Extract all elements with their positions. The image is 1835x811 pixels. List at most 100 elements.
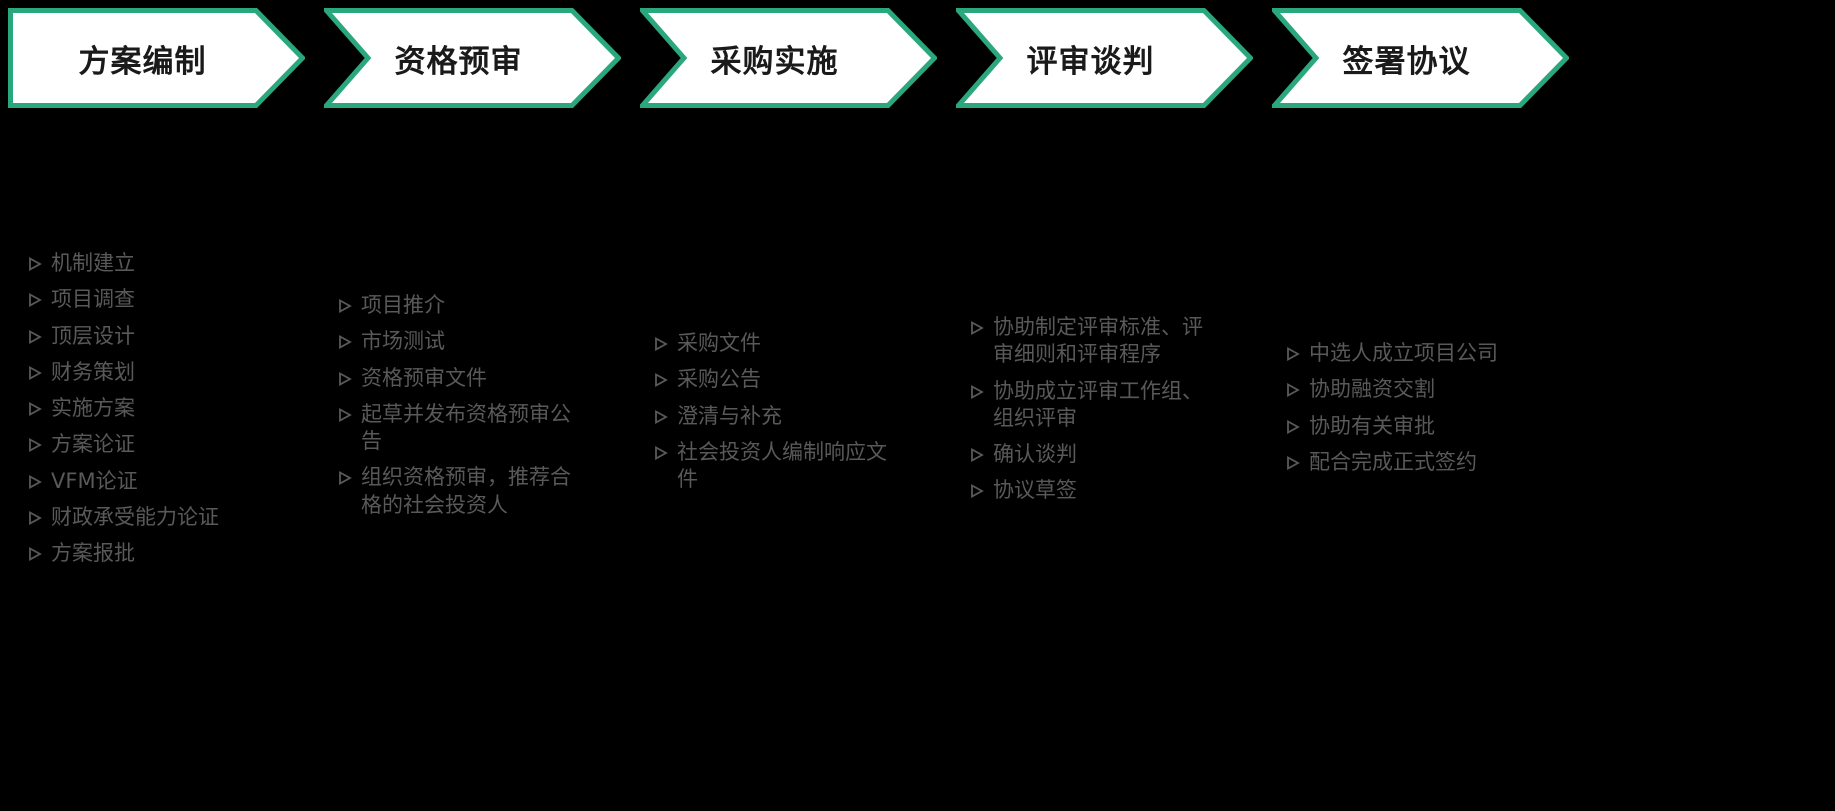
stage-label: 评审谈判 (1026, 43, 1155, 80)
process-item: 方案报批 (28, 540, 272, 567)
stage-column: 方案编制 机制建立项目调查顶层设计财务策划实施方案方案论证 VFM论证财政承受能力… (8, 8, 305, 577)
process-item-text: 采购公告 (677, 367, 761, 392)
process-item: 采购公告 (654, 366, 898, 393)
process-item-text: 澄清与补充 (677, 403, 782, 428)
arrow-bullet-icon (339, 407, 352, 422)
process-item: 确认谈判 (970, 441, 1214, 468)
process-item-text: 确认谈判 (993, 442, 1077, 467)
process-item: 实施方案 (28, 395, 272, 422)
stage-column: 采购实施 采购文件采购公告澄清与补充社会投资人编制响应文件 (640, 8, 937, 502)
arrow-bullet-icon (29, 402, 42, 417)
stage-label: 方案编制 (78, 43, 207, 80)
process-item: 协议草签 (970, 477, 1214, 504)
process-item: 中选人成立项目公司 (1286, 340, 1530, 367)
arrow-bullet-icon (29, 438, 42, 453)
chevron-arrow-shape (1272, 8, 1569, 108)
process-item-text: 方案论证 (51, 432, 135, 457)
stage-label: 资格预审 (394, 43, 523, 80)
process-item: 机制建立 (28, 250, 272, 277)
chevron-arrow-shape (324, 8, 621, 108)
process-item: 项目推介 (338, 292, 582, 319)
stage-chevron: 签署协议 (1272, 8, 1569, 108)
arrow-bullet-icon (655, 373, 668, 388)
process-item-text: 采购文件 (677, 331, 761, 355)
arrow-bullet-icon (655, 445, 668, 460)
process-item-text: 市场测试 (361, 329, 445, 354)
process-item: 资格预审文件 (338, 365, 582, 392)
stage-chevron: 方案编制 (8, 8, 305, 108)
arrow-bullet-icon (1287, 383, 1300, 398)
arrow-bullet-icon (655, 409, 668, 424)
process-item-text: 中选人成立项目公司 (1309, 341, 1498, 365)
process-item-text: 协助融资交割 (1309, 377, 1435, 402)
process-item: 协助有关审批 (1286, 413, 1530, 440)
process-item-text: 协议草签 (993, 478, 1077, 503)
stage-row: 方案编制 机制建立项目调查顶层设计财务策划实施方案方案论证 VFM论证财政承受能力… (8, 8, 1569, 577)
process-item-text: 方案报批 (51, 541, 135, 566)
process-item-text: 项目推介 (361, 293, 445, 317)
process-item-text: 顶层设计 (51, 323, 135, 348)
process-item: 澄清与补充 (654, 403, 898, 430)
arrow-bullet-icon (971, 321, 984, 335)
process-item-text: 实施方案 (51, 396, 135, 421)
arrow-bullet-icon (1287, 455, 1300, 470)
arrow-bullet-icon (29, 293, 42, 308)
process-item-text: 起草并发布资格预审公告 (361, 401, 571, 454)
arrow-bullet-icon (339, 299, 352, 313)
chevron-arrow-shape (640, 8, 937, 108)
process-item-text: 财务策划 (51, 359, 135, 384)
stage-item-list: 协助制定评审标准、评审细则和评审程序协助成立评审工作组、组织评审确认谈判协议草签 (956, 314, 1253, 505)
process-item-text: VFM论证 (51, 468, 138, 493)
arrow-bullet-icon (29, 365, 42, 380)
stage-column: 评审谈判 协助制定评审标准、评审细则和评审程序协助成立评审工作组、组织评审确认谈… (956, 8, 1253, 514)
arrow-bullet-icon (655, 337, 668, 351)
chevron-arrow-shape (956, 8, 1253, 108)
process-item-text: 社会投资人编制响应文件 (677, 439, 887, 492)
arrow-bullet-icon (971, 484, 984, 499)
process-item: 财务策划 (28, 359, 272, 386)
process-item: 项目调查 (28, 286, 272, 313)
process-item-text: 组织资格预审，推荐合格的社会投资人 (361, 465, 571, 517)
stage-column: 资格预审 项目推介市场测试资格预审文件起草并发布资格预审公告组织资格预审，推荐合… (324, 8, 621, 528)
arrow-bullet-icon (29, 329, 42, 344)
process-item: 起草并发布资格预审公告 (338, 401, 582, 456)
process-item: VFM论证 (28, 468, 272, 495)
arrow-bullet-icon (29, 474, 42, 489)
process-item: 协助制定评审标准、评审细则和评审程序 (970, 314, 1214, 369)
stage-item-list: 中选人成立项目公司协助融资交割协助有关审批配合完成正式签约 (1272, 340, 1569, 476)
process-item: 配合完成正式签约 (1286, 449, 1530, 476)
arrow-bullet-icon (29, 511, 42, 526)
arrow-bullet-icon (971, 448, 984, 463)
chevron-arrow-shape (8, 8, 305, 108)
process-item-text: 协助制定评审标准、评审细则和评审程序 (993, 315, 1203, 367)
process-item: 市场测试 (338, 328, 582, 355)
stage-chevron: 资格预审 (324, 8, 621, 108)
process-item: 财政承受能力论证 (28, 504, 272, 531)
stage-label: 采购实施 (710, 43, 839, 80)
stage-item-list: 项目推介市场测试资格预审文件起草并发布资格预审公告组织资格预审，推荐合格的社会投… (324, 292, 621, 519)
stage-label: 签署协议 (1342, 43, 1471, 80)
process-item: 采购文件 (654, 330, 898, 357)
process-item-text: 协助有关审批 (1309, 413, 1435, 438)
arrow-bullet-icon (339, 335, 352, 350)
stage-item-list: 机制建立项目调查顶层设计财务策划实施方案方案论证 VFM论证财政承受能力论证方案报… (8, 250, 305, 568)
process-item: 协助融资交割 (1286, 376, 1530, 403)
process-item: 组织资格预审，推荐合格的社会投资人 (338, 464, 582, 519)
arrow-bullet-icon (1287, 419, 1300, 434)
process-item-text: 财政承受能力论证 (51, 505, 219, 530)
stage-chevron: 采购实施 (640, 8, 937, 108)
process-item: 方案论证 (28, 431, 272, 458)
arrow-bullet-icon (29, 257, 42, 271)
stage-item-list: 采购文件采购公告澄清与补充社会投资人编制响应文件 (640, 330, 937, 493)
process-item-text: 项目调查 (51, 287, 135, 312)
process-item-text: 机制建立 (51, 251, 135, 275)
process-item: 协助成立评审工作组、组织评审 (970, 378, 1214, 433)
stage-chevron: 评审谈判 (956, 8, 1253, 108)
arrow-bullet-icon (29, 547, 42, 562)
arrow-bullet-icon (339, 371, 352, 386)
arrow-bullet-icon (971, 384, 984, 399)
process-item-text: 配合完成正式签约 (1309, 449, 1477, 474)
process-item-text: 协助成立评审工作组、组织评审 (993, 378, 1203, 430)
process-item: 社会投资人编制响应文件 (654, 439, 898, 494)
